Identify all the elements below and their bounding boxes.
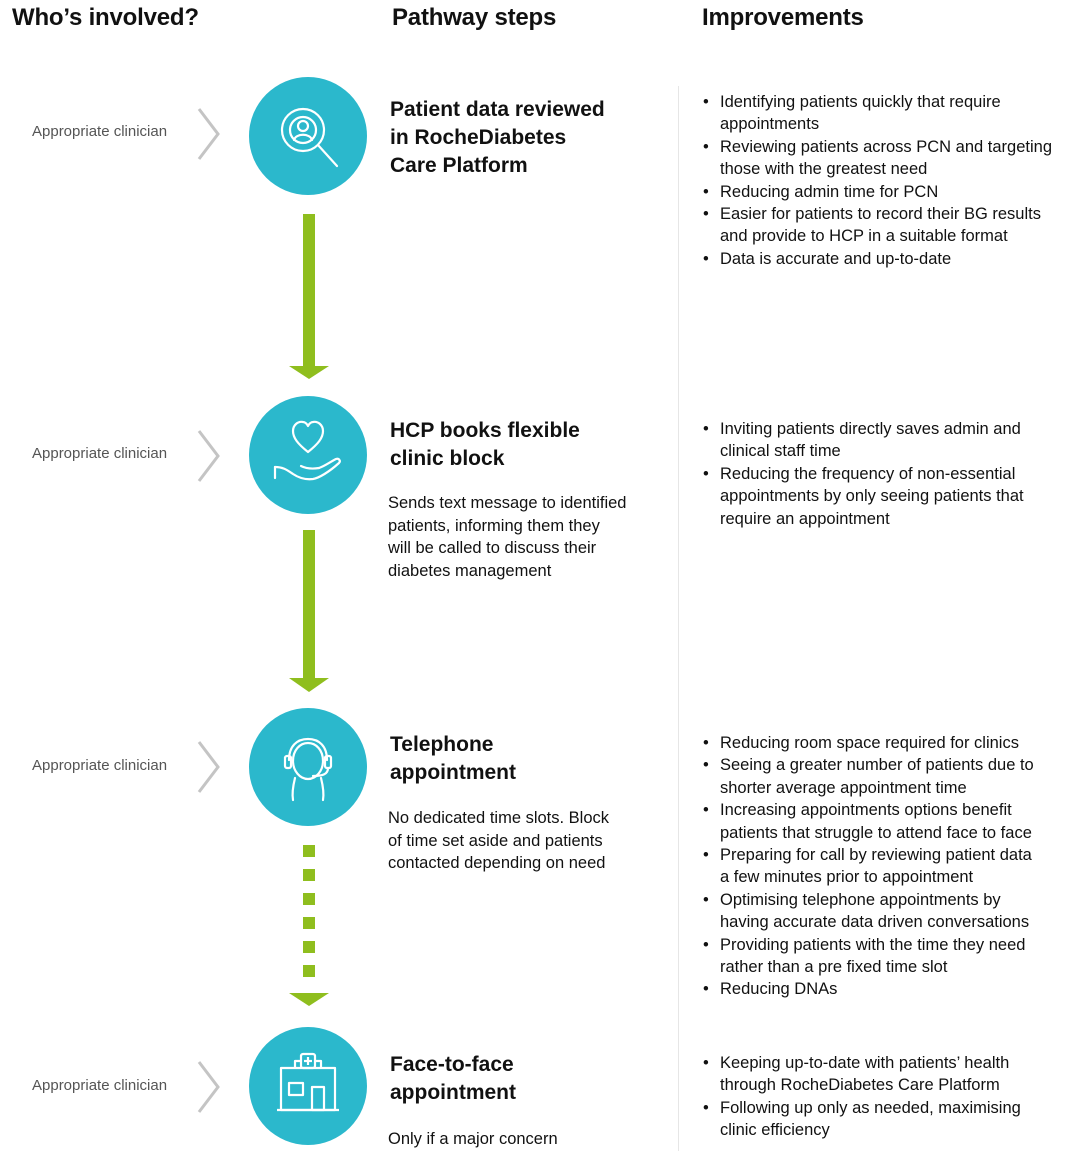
step-4-description: Only if a major concern	[388, 1130, 558, 1148]
improvement-item: Seeing a greater number of patients due …	[702, 754, 1087, 799]
step-3-description: No dedicated time slots. Block of time s…	[388, 809, 610, 872]
who-label-step-4: Appropriate clinician	[32, 1077, 168, 1094]
improvement-item: Following up only as needed, maximisingc…	[702, 1097, 1087, 1142]
column-divider	[678, 86, 679, 1151]
chevron-right-icon	[197, 430, 220, 482]
improvement-item: Reviewing patients across PCN and target…	[702, 136, 1087, 181]
column-header-pathway-steps: Pathway steps	[392, 4, 557, 31]
improvement-item: Reducing DNAs	[702, 978, 1087, 1001]
step-4-improvements-list: Keeping up-to-date with patients’ health…	[702, 1052, 1087, 1142]
improvement-item: Easier for patients to record their BG r…	[702, 203, 1087, 248]
improvement-item: Preparing for call by reviewing patient …	[702, 844, 1087, 889]
who-label-step-3: Appropriate clinician	[32, 757, 168, 774]
chevron-right-icon	[197, 741, 220, 793]
dashed-arrow-down-icon	[289, 845, 329, 1006]
improvement-item: Identifying patients quickly that requir…	[702, 91, 1087, 136]
hand-heart-icon	[273, 420, 341, 481]
step-3-title: Telephone appointment	[390, 733, 516, 784]
column-header-who: Who’s involved?	[12, 4, 199, 31]
step-1-improvements-list: Identifying patients quickly that requir…	[702, 91, 1087, 271]
chevron-right-icon	[197, 1061, 220, 1113]
improvement-item: Reducing admin time for PCN	[702, 181, 1087, 204]
step-2-improvements-list: Inviting patients directly saves admin a…	[702, 418, 1087, 530]
improvement-item: Increasing appointments options benefitp…	[702, 799, 1087, 844]
step-2-icon-circle	[249, 396, 367, 514]
solid-arrow-down-icon	[289, 214, 329, 379]
step-3-icon-circle	[249, 708, 367, 826]
improvement-item: Providing patients with the time they ne…	[702, 934, 1087, 979]
step-1-title: Patient data reviewed in RocheDiabetes C…	[390, 98, 605, 177]
improvement-item: Inviting patients directly saves admin a…	[702, 418, 1087, 463]
improvement-item: Data is accurate and up-to-date	[702, 248, 1087, 271]
improvement-item: Reducing the frequency of non-essentiala…	[702, 463, 1087, 530]
step-4-title: Face-to-face appointment	[390, 1053, 516, 1104]
improvement-item: Keeping up-to-date with patients’ health…	[702, 1052, 1087, 1097]
who-label-step-2: Appropriate clinician	[32, 445, 168, 462]
chevron-right-icon	[197, 108, 220, 160]
step-1-icon-circle	[249, 77, 367, 195]
clinic-building-icon	[277, 1052, 339, 1112]
column-header-improvements: Improvements	[702, 4, 864, 31]
improvement-item: Reducing room space required for clinics	[702, 732, 1087, 755]
headset-person-icon	[283, 737, 333, 802]
improvement-item: Optimising telephone appointments byhavi…	[702, 889, 1087, 934]
who-label-step-1: Appropriate clinician	[32, 123, 168, 140]
step-2-description: Sends text message to identified patient…	[388, 494, 627, 580]
step-2-title: HCP books flexible clinic block	[390, 419, 580, 470]
magnifier-person-icon	[280, 107, 339, 168]
step-3-improvements-list: Reducing room space required for clinics…	[702, 732, 1087, 1001]
solid-arrow-down-icon	[289, 530, 329, 692]
step-4-icon-circle	[249, 1027, 367, 1145]
